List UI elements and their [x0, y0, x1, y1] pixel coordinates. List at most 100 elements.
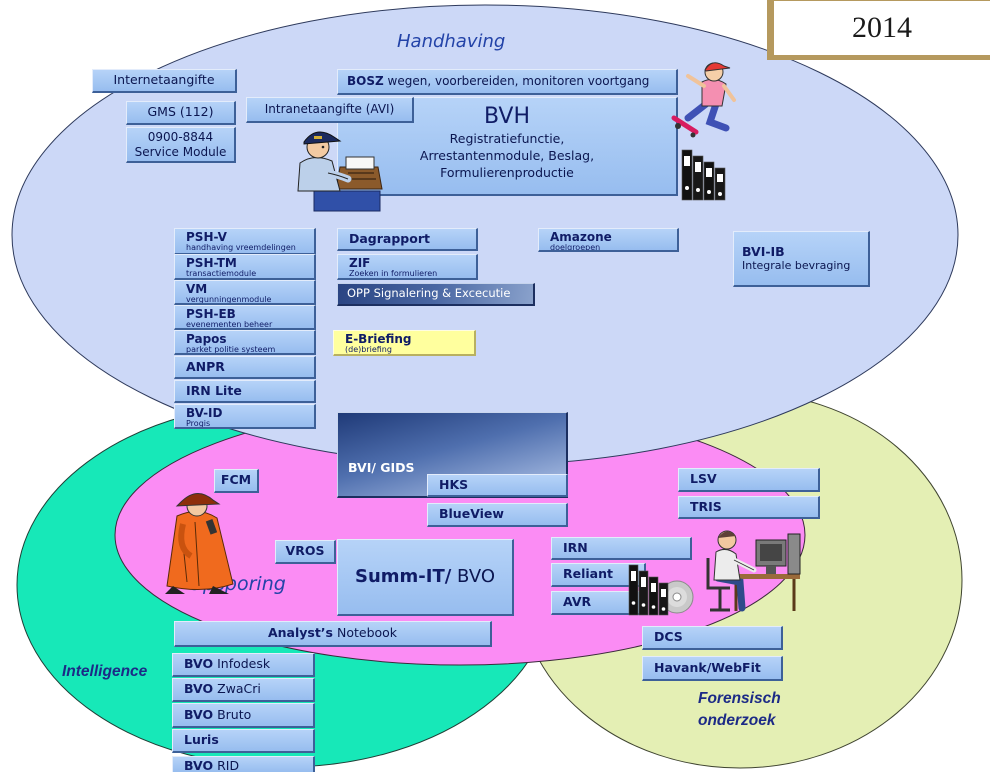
- system-name: Papos: [186, 332, 227, 346]
- system-name: VM: [186, 282, 208, 296]
- binders-icon: [681, 149, 726, 201]
- system-subtitle: parket politie systeem: [186, 345, 276, 354]
- dcs-box: DCS: [642, 626, 783, 650]
- region-label-handhaving: Handhaving: [397, 31, 506, 52]
- dcs-label: DCS: [654, 629, 683, 645]
- havank-webfit-box: Havank/WebFit: [642, 656, 783, 681]
- system-box-psh-v: PSH-V handhaving vreemdelingen: [174, 228, 316, 255]
- system-name: IRN Lite: [186, 382, 242, 398]
- system-name: PSH-V: [186, 230, 227, 244]
- zif-name: ZIF: [349, 256, 371, 270]
- system-box-papos: Papos parket politie systeem: [174, 330, 316, 355]
- bvo-prefix: BVO: [184, 656, 214, 672]
- computer-user-icon: [706, 530, 801, 612]
- hks-label: HKS: [439, 476, 469, 492]
- bosz-box: BOSZ wegen, voorbereiden, monitoren voor…: [337, 69, 678, 95]
- bvo-name: RID: [217, 758, 240, 772]
- bvi-ib-box: BVI-IB Integrale bevraging: [733, 231, 870, 287]
- summit-name: Summ-IT/: [354, 565, 452, 587]
- vros-label: VROS: [285, 543, 325, 559]
- system-box-psh-tm: PSH-TM transactiemodule: [174, 254, 316, 280]
- skateboarder-icon: [671, 62, 736, 138]
- bvo-infodesk-box: BVO Infodesk: [172, 653, 315, 677]
- bvi-ib-subtitle: Integrale bevraging: [742, 259, 851, 272]
- bvh-title: BVH: [483, 104, 530, 129]
- bvo-prefix: BVO: [184, 706, 214, 722]
- luris-label: Luris: [184, 732, 219, 748]
- system-box-anpr: ANPR: [174, 356, 316, 379]
- notebook-label: Notebook: [336, 625, 398, 641]
- bosz-description: wegen, voorbereiden, monitoren voortgang: [387, 73, 650, 88]
- gms-label: GMS (112): [147, 104, 214, 120]
- opp-box: OPP Signalering & Excecutie: [337, 283, 535, 306]
- service-module-box: 0900-8844 Service Module: [126, 127, 236, 163]
- intranetaangifte-box: Intranetaangifte (AVI): [246, 97, 414, 123]
- opp-label: OPP Signalering & Excecutie: [347, 286, 511, 301]
- blueview-label: BlueView: [439, 506, 504, 522]
- reliant-label: Reliant: [563, 566, 613, 582]
- year-label: 2014: [852, 11, 912, 44]
- fcm-box: FCM: [214, 469, 259, 493]
- dagrapport-label: Dagrapport: [349, 230, 430, 246]
- tris-box: TRIS: [678, 496, 820, 519]
- amazone-name: Amazone: [550, 230, 612, 244]
- system-name: PSH-TM: [186, 256, 237, 270]
- region-label-intelligence: Intelligence: [62, 663, 148, 680]
- system-box-psh-eb: PSH-EB evenementen beheer: [174, 305, 316, 330]
- policeman-typing-icon: [297, 131, 383, 212]
- analysts-notebook-box: Analyst’s Notebook: [174, 621, 492, 647]
- system-box-bv-id: BV-ID Progis: [174, 404, 316, 429]
- system-subtitle: Progis: [186, 419, 211, 428]
- lsv-label: LSV: [690, 471, 717, 487]
- bvo-name: Bruto: [217, 706, 252, 722]
- analysts-label: Analyst’s: [267, 625, 333, 641]
- service-module-label: Service Module: [134, 144, 227, 159]
- tris-label: TRIS: [690, 498, 722, 514]
- amazone-box: Amazone doelgroepen: [538, 228, 679, 252]
- intranetaangifte-label: Intranetaangifte (AVI): [264, 101, 395, 116]
- amazone-subtitle: doelgroepen: [550, 243, 601, 252]
- blueview-box: BlueView: [427, 503, 568, 527]
- internetaangifte-box: Internetaangifte: [92, 69, 237, 93]
- system-subtitle: evenementen beheer: [186, 320, 273, 329]
- gms-box: GMS (112): [126, 101, 236, 125]
- year-box: 2014: [767, 0, 990, 60]
- e-briefing-name: E-Briefing: [345, 332, 412, 346]
- irn-label: IRN: [563, 539, 588, 555]
- service-number: 0900-8844: [147, 129, 214, 144]
- irn-box: IRN: [551, 537, 692, 560]
- havank-webfit-label: Havank/WebFit: [654, 659, 761, 675]
- system-box-vm: VM vergunningenmodule: [174, 280, 316, 305]
- bvo-prefix: BVO: [184, 758, 214, 772]
- hks-box: HKS: [427, 474, 568, 497]
- bvo-zwacri-box: BVO ZwaCri: [172, 678, 315, 702]
- summit-bvo-box: Summ-IT/ BVO: [337, 539, 514, 616]
- system-subtitle: handhaving vreemdelingen: [186, 243, 296, 252]
- binders-cd-icon: [628, 564, 694, 616]
- system-name: ANPR: [186, 358, 225, 374]
- e-briefing-box: E-Briefing (de)briefing: [333, 330, 476, 356]
- luris-box: Luris: [172, 729, 315, 753]
- system-name: PSH-EB: [186, 307, 236, 321]
- fcm-label: FCM: [220, 472, 252, 488]
- e-briefing-subtitle: (de)briefing: [345, 345, 392, 354]
- vros-box: VROS: [275, 540, 336, 564]
- summit-bvo-label: BVO: [457, 565, 495, 587]
- zif-box: ZIF Zoeken in formulieren: [337, 254, 478, 280]
- system-box-irn-lite: IRN Lite: [174, 380, 316, 403]
- detective-icon: [165, 493, 234, 594]
- region-label-forensisch: Forensisch: [698, 690, 781, 707]
- bvo-rid-box: BVO RID: [172, 756, 315, 772]
- bvh-line: Registratiefunctie,: [449, 131, 565, 146]
- bosz-name: BOSZ: [347, 73, 384, 88]
- region-label-onderzoek: onderzoek: [698, 712, 776, 729]
- lsv-box: LSV: [678, 468, 820, 492]
- system-subtitle: vergunningenmodule: [186, 295, 272, 304]
- bvo-name: ZwaCri: [217, 681, 261, 697]
- bvo-bruto-box: BVO Bruto: [172, 703, 315, 728]
- bvh-line: Arrestantenmodule, Beslag,: [419, 148, 595, 163]
- bvh-line: Formulierenproductie: [440, 165, 574, 180]
- avr-label: AVR: [563, 594, 592, 610]
- system-name: BV-ID: [186, 406, 223, 420]
